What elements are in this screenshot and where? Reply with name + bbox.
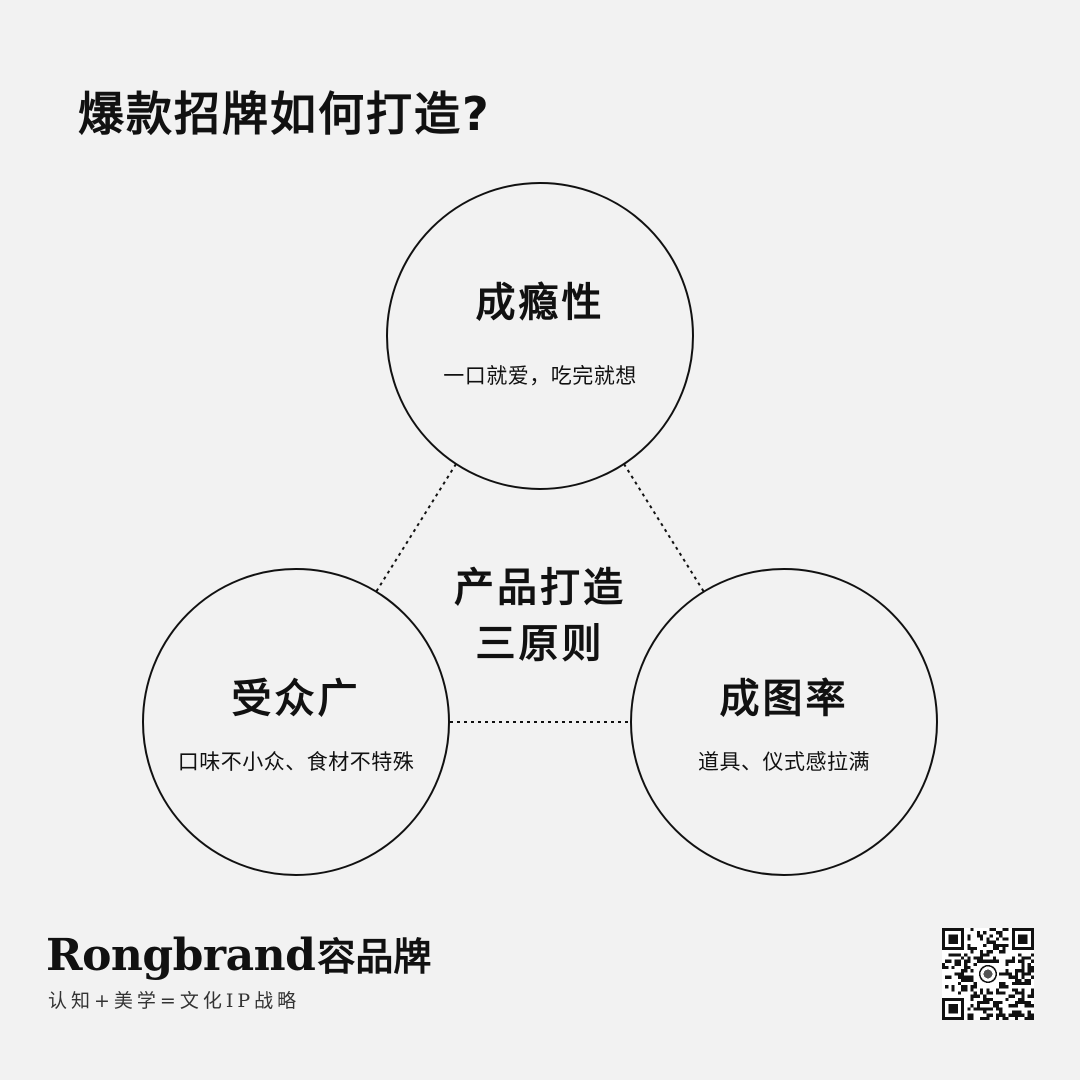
principle-heading: 成图率 [719, 676, 849, 722]
principle-circle-right: 成图率 道具、仪式感拉满 [630, 568, 938, 876]
center-label-line2: 三原则 [475, 621, 605, 667]
brand-logo: Rongbrand 容品牌 [46, 926, 431, 981]
page-title: 爆款招牌如何打造? [78, 87, 491, 141]
principle-circle-top: 成瘾性 一口就爱，吃完就想 [386, 182, 694, 490]
principle-circle-left: 受众广 口味不小众、食材不特殊 [142, 568, 450, 876]
principle-heading: 受众广 [231, 676, 361, 722]
principle-subtitle: 道具、仪式感拉满 [698, 750, 870, 774]
brand-name-en: Rongbrand [46, 930, 316, 981]
center-label: 产品打造 三原则 [430, 560, 650, 672]
principle-subtitle: 一口就爱，吃完就想 [443, 364, 637, 388]
brand-name-cn: 容品牌 [317, 934, 432, 979]
principle-heading: 成瘾性 [475, 280, 605, 326]
qr-code-icon [942, 928, 1034, 1020]
brand-slogan: 认知+美学=文化IP战略 [48, 990, 301, 1012]
center-label-line1: 产品打造 [454, 565, 626, 611]
principle-subtitle: 口味不小众、食材不特殊 [177, 750, 415, 774]
